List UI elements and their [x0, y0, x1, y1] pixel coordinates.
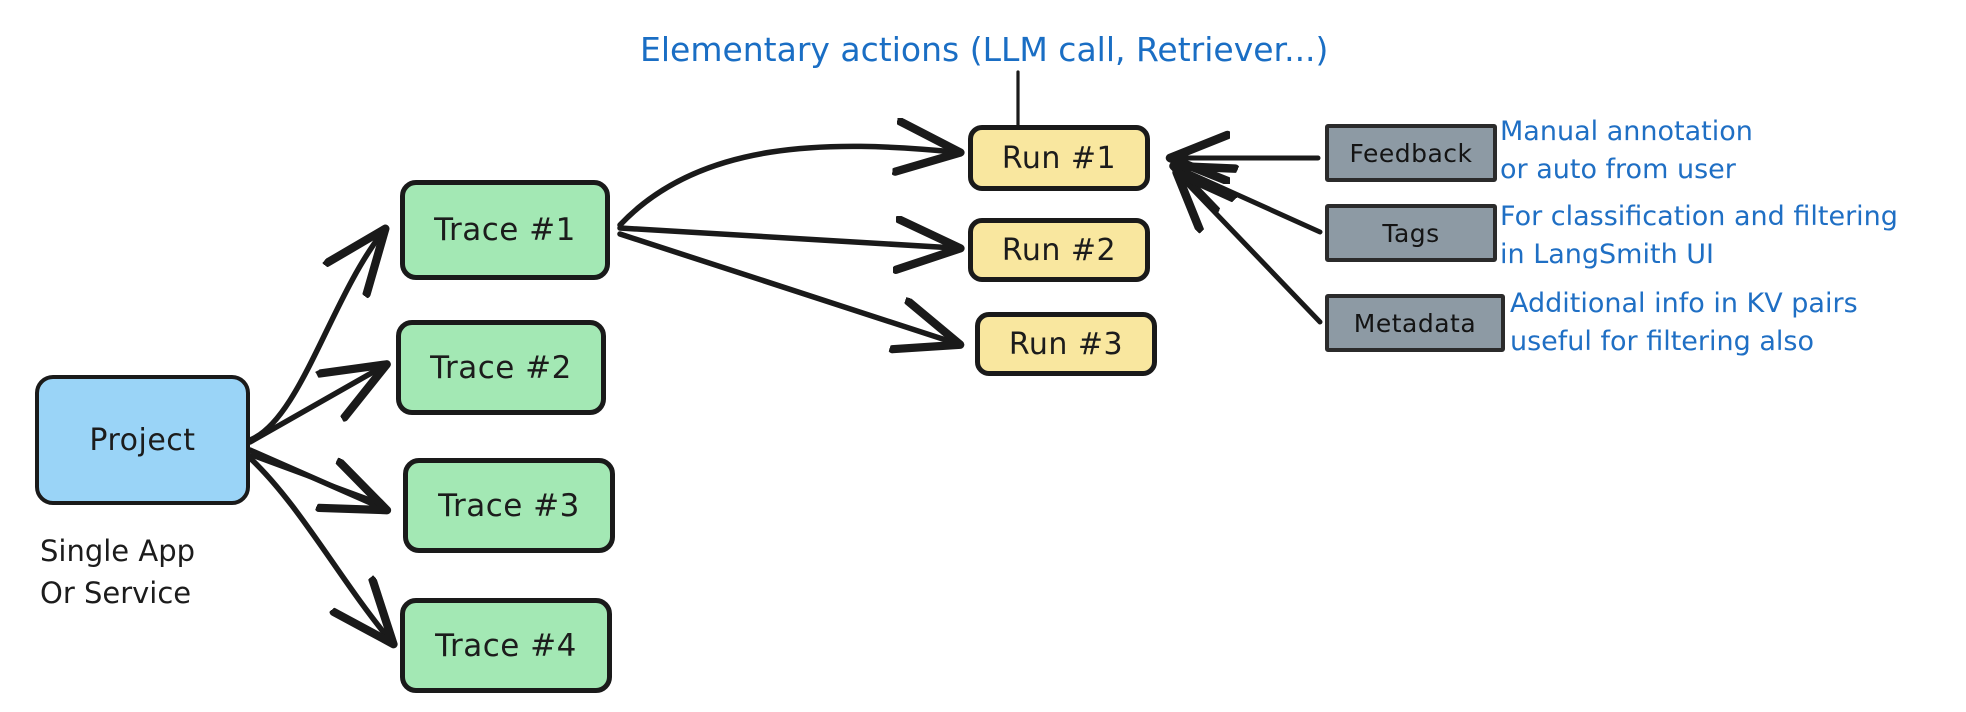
node-run-2[interactable]: Run #2	[968, 218, 1150, 282]
node-tags[interactable]: Tags	[1325, 204, 1497, 262]
edge-project-to-trace-1	[247, 233, 382, 443]
node-project[interactable]: Project	[35, 375, 250, 505]
node-trace-4-label: Trace #4	[435, 627, 577, 664]
node-trace-1[interactable]: Trace #1	[400, 180, 610, 280]
node-run-3-label: Run #3	[1008, 326, 1124, 362]
node-feedback-label: Feedback	[1349, 138, 1473, 168]
edge-metadata-to-run1	[1180, 176, 1323, 325]
annotation-feedback: Manual annotation or auto from user	[1500, 116, 1753, 186]
edge-project-to-trace-3	[247, 447, 382, 508]
node-trace-3[interactable]: Trace #3	[403, 458, 615, 553]
edge-tags-to-run1	[1178, 168, 1323, 235]
project-caption: Single App Or Service	[40, 534, 196, 611]
node-run-1-label: Run #1	[1001, 140, 1117, 176]
node-trace-3-label: Trace #3	[438, 487, 580, 524]
elementary-actions-note: Elementary actions (LLM call, Retriever.…	[640, 30, 1329, 69]
node-trace-2[interactable]: Trace #2	[396, 320, 606, 415]
edge-trace1-to-run-3	[617, 231, 955, 343]
node-run-3[interactable]: Run #3	[975, 312, 1157, 376]
node-trace-2-label: Trace #2	[430, 349, 572, 386]
edge-project-to-trace-4	[247, 455, 390, 640]
node-metadata-label: Metadata	[1353, 308, 1477, 338]
edge-trace1-to-run-1	[617, 146, 955, 228]
node-metadata[interactable]: Metadata	[1325, 294, 1505, 352]
node-feedback[interactable]: Feedback	[1325, 124, 1497, 182]
annotation-metadata: Additional info in KV pairs useful for f…	[1510, 288, 1858, 358]
node-run-1[interactable]: Run #1	[968, 125, 1150, 191]
annotation-tags: For classification and filtering in Lang…	[1500, 201, 1898, 271]
node-trace-4[interactable]: Trace #4	[400, 598, 612, 693]
node-run-2-label: Run #2	[1001, 232, 1117, 268]
node-project-label: Project	[89, 422, 196, 458]
node-tags-label: Tags	[1382, 218, 1440, 248]
node-trace-1-label: Trace #1	[434, 212, 576, 248]
edge-project-to-trace-3b	[248, 453, 382, 505]
edge-trace1-to-run-2	[617, 228, 955, 248]
edge-project-to-trace-2	[247, 367, 382, 445]
